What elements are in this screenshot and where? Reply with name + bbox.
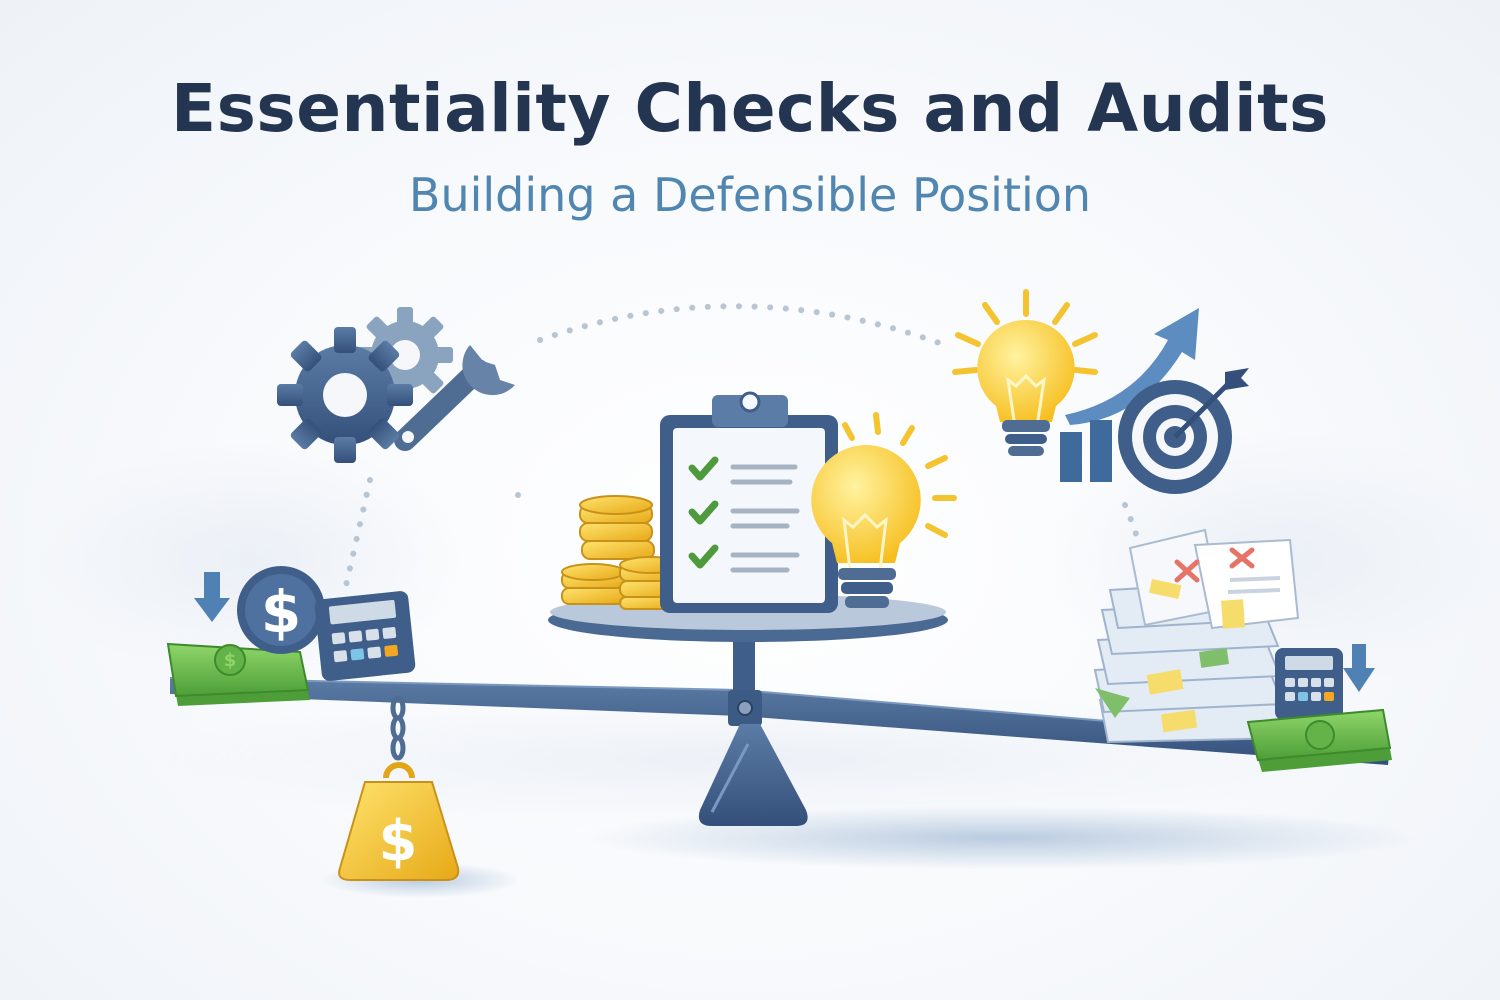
wrench-icon [394, 345, 515, 451]
paper-stack-with-sticky-notes [1093, 528, 1392, 772]
down-arrow-icon [1343, 644, 1375, 692]
down-arrow-icon [194, 572, 230, 622]
calculator-icon [314, 591, 416, 681]
lightbulb-icon [811, 412, 957, 608]
left-pan-items: $ $ [166, 566, 416, 706]
page-subtitle: Building a Defensible Position [408, 168, 1092, 222]
dollar-coin-icon: $ [237, 566, 325, 654]
clipboard-checklist-icon [660, 391, 838, 613]
cash-stack [1246, 708, 1392, 772]
hanging-dollar-weight: $ [338, 695, 460, 881]
sticky-notes [1095, 579, 1245, 733]
bar-chart-icon [1060, 420, 1112, 482]
rejected-documents-x [1128, 528, 1300, 630]
scale-stand [698, 640, 808, 826]
svg-text:$: $ [224, 650, 237, 671]
page-title: Essentiality Checks and Audits [171, 70, 1329, 147]
growth-arrow-icon [1065, 308, 1199, 425]
cash-stack: $ [166, 642, 310, 706]
weight-dollar-symbol: $ [379, 809, 418, 874]
lightbulb-icon [952, 289, 1098, 456]
target-with-arrow-icon [1118, 368, 1249, 494]
gears-wrench-icon [277, 307, 515, 463]
svg-text:$: $ [261, 578, 301, 646]
calculator-icon [1275, 648, 1343, 720]
insight-growth-target-icon [952, 289, 1249, 494]
